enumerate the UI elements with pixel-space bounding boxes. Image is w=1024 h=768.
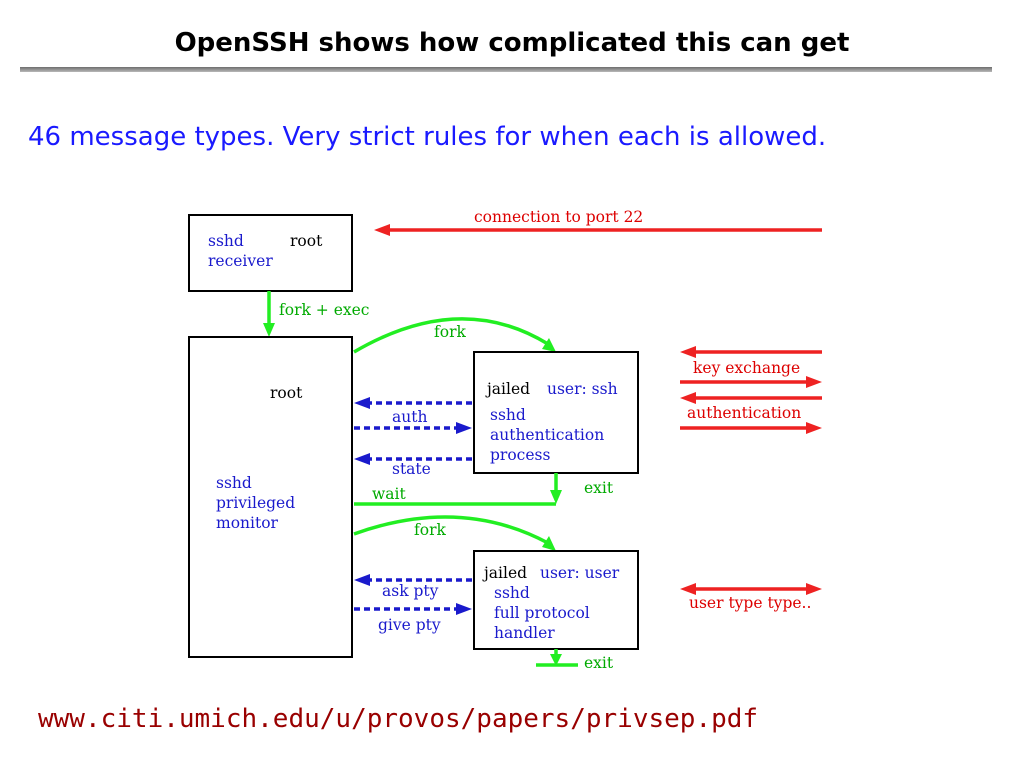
give-pty-label: give pty bbox=[378, 616, 441, 634]
exit2-label: exit bbox=[584, 654, 614, 672]
fork-arrow-2: fork bbox=[353, 515, 556, 551]
handler-user-label: user: user bbox=[540, 564, 620, 582]
fork2-label: fork bbox=[414, 521, 446, 539]
auth-line3: process bbox=[490, 446, 550, 464]
monitor-line1: sshd bbox=[216, 474, 252, 492]
user-type-label: user type type.. bbox=[689, 594, 811, 612]
receiver-name: sshd bbox=[208, 232, 244, 250]
auth-user-label: user: ssh bbox=[547, 380, 618, 398]
authentication-label: authentication bbox=[687, 404, 801, 422]
monitor-box: root sshd privileged monitor bbox=[188, 336, 353, 658]
slide-subtitle: 46 message types. Very strict rules for … bbox=[28, 122, 827, 152]
ipc-ask-pty-arrow: ask pty bbox=[354, 574, 472, 600]
wait-label: wait bbox=[372, 485, 406, 503]
ipc-give-pty-arrow: give pty bbox=[354, 603, 472, 634]
fork-arrow-1: fork bbox=[353, 317, 556, 354]
connection-arrow: connection to port 22 bbox=[374, 208, 822, 236]
fork1-label: fork bbox=[434, 323, 466, 341]
title-divider bbox=[20, 67, 992, 72]
fork-exec-arrow: fork + exec bbox=[263, 291, 369, 337]
key-exchange-label: key exchange bbox=[693, 359, 800, 377]
auth-line2: authentication bbox=[490, 426, 604, 444]
ipc-auth-arrow: auth bbox=[354, 408, 472, 434]
ipc-state-arrow: state bbox=[354, 453, 472, 478]
handler-line1: sshd bbox=[494, 584, 530, 602]
state-label: state bbox=[392, 460, 431, 478]
auth-line1: sshd bbox=[490, 406, 526, 424]
authentication-arrows: authentication bbox=[680, 392, 822, 434]
exit1-label: exit bbox=[584, 479, 614, 497]
handler-jailed-label: jailed bbox=[482, 564, 527, 582]
receiver-box: sshd root receiver bbox=[188, 214, 353, 292]
slide-title: OpenSSH shows how complicated this can g… bbox=[174, 28, 850, 58]
key-exchange-arrows: key exchange bbox=[680, 346, 822, 388]
exit-wait-path: exit wait bbox=[354, 473, 614, 506]
auth-label: auth bbox=[392, 408, 427, 426]
ipc-request-arrow bbox=[354, 397, 472, 409]
user-type-arrow: user type type.. bbox=[680, 583, 822, 612]
footer-url: www.citi.umich.edu/u/provos/papers/privs… bbox=[38, 704, 759, 734]
auth-process-box: jailed user: ssh sshd authentication pro… bbox=[473, 351, 639, 474]
monitor-line2: privileged bbox=[216, 494, 295, 512]
protocol-handler-box: jailed user: user sshd full protocol han… bbox=[473, 550, 639, 650]
receiver-user: root bbox=[290, 232, 323, 250]
handler-line3: handler bbox=[494, 624, 555, 642]
receiver-role: receiver bbox=[208, 252, 273, 270]
exit-arrow-2: exit bbox=[536, 649, 614, 672]
auth-jailed-label: jailed bbox=[485, 380, 530, 398]
monitor-user: root bbox=[270, 384, 303, 402]
handler-line2: full protocol bbox=[494, 604, 590, 622]
ask-pty-label: ask pty bbox=[382, 582, 439, 600]
connection-label: connection to port 22 bbox=[474, 208, 643, 226]
fork-exec-label: fork + exec bbox=[279, 301, 369, 319]
monitor-line3: monitor bbox=[216, 514, 279, 532]
